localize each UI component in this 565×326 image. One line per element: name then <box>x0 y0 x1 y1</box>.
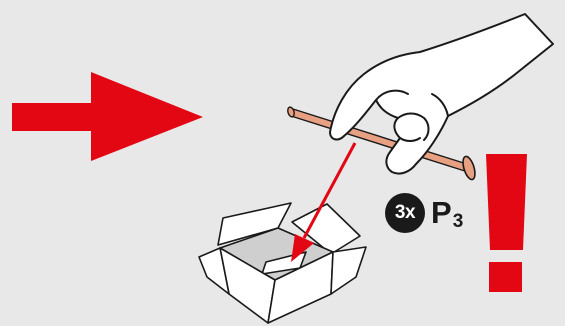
cardboard-box-icon <box>199 203 366 323</box>
part-index: 3 <box>453 211 464 232</box>
part-letter: P <box>431 195 452 230</box>
part-label: P3 <box>431 195 463 236</box>
warning-exclamation-icon <box>486 154 527 292</box>
quantity-badge: 3x <box>385 193 425 233</box>
hand-icon <box>330 14 553 174</box>
direction-arrow-icon <box>12 72 203 161</box>
copper-pin-icon <box>287 106 478 181</box>
